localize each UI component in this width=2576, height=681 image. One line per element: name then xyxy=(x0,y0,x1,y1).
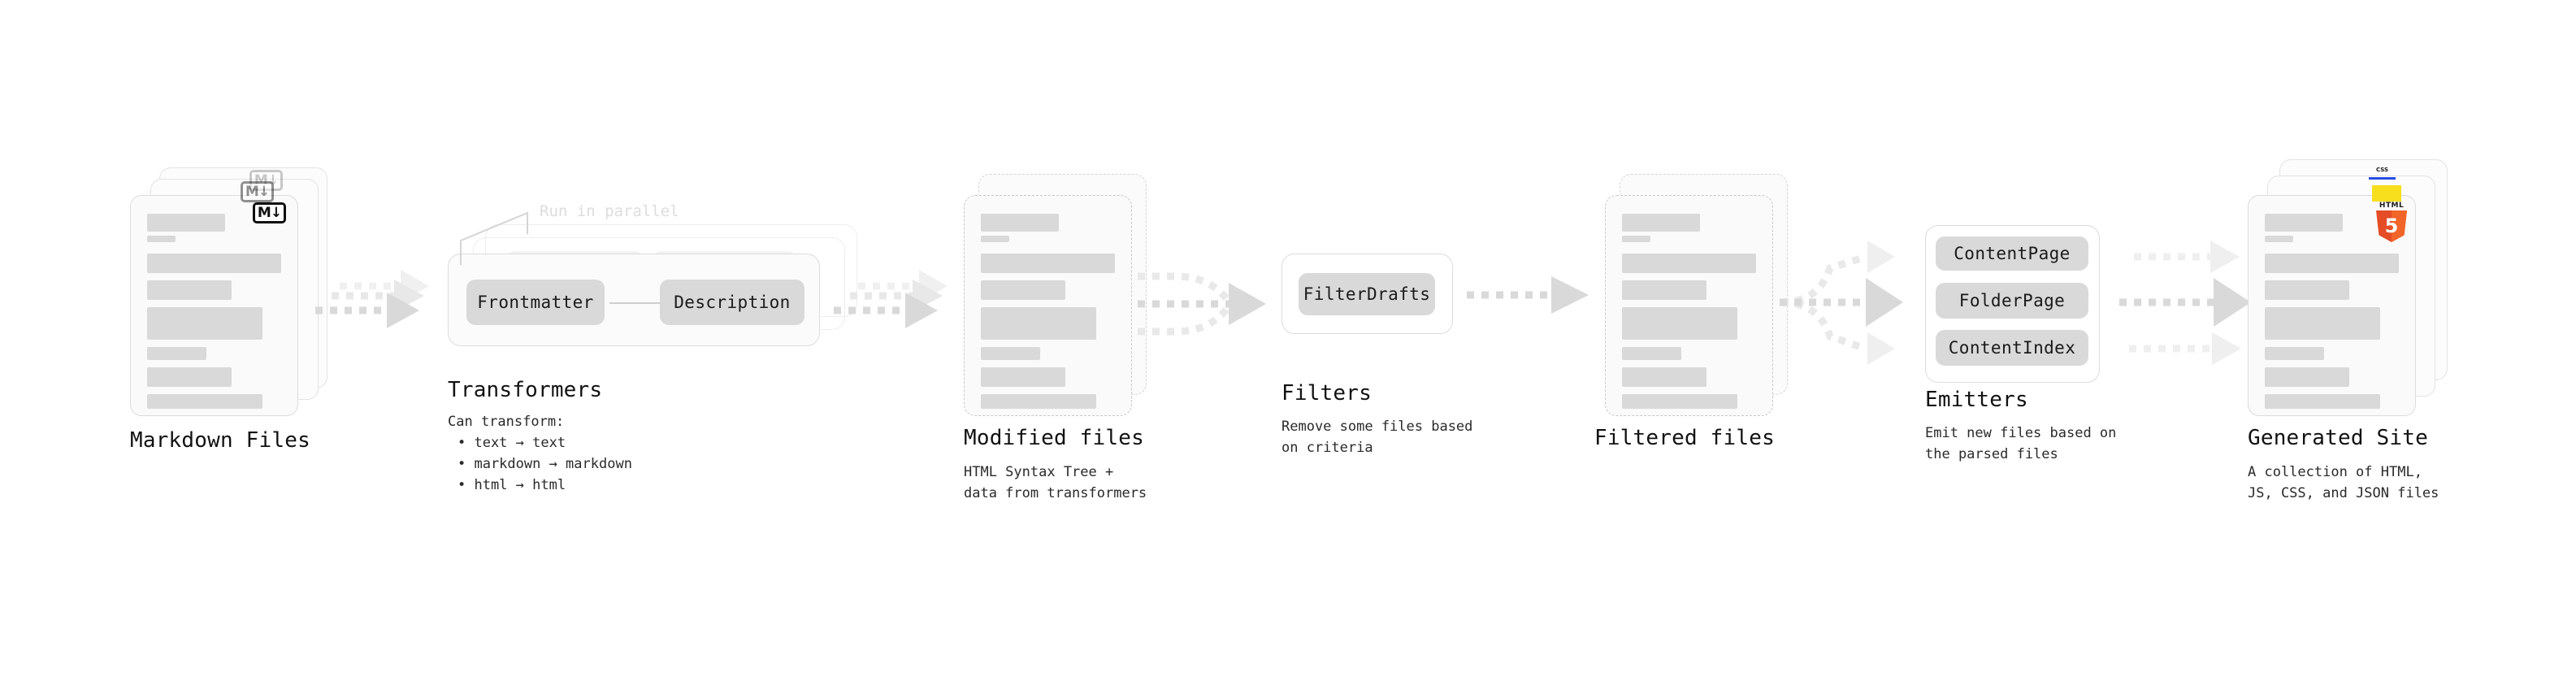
emitter-pill-folderpage[interactable]: FolderPage xyxy=(1936,283,2088,319)
skeleton-line xyxy=(1622,394,1737,409)
generated-site-title: Generated Site xyxy=(2248,426,2428,450)
emitter-pill-contentindex[interactable]: ContentIndex xyxy=(1936,330,2088,366)
skeleton-line xyxy=(1622,367,1706,387)
emitters-title: Emitters xyxy=(1925,388,2028,412)
skeleton-subheading xyxy=(147,236,176,242)
skeleton-line xyxy=(981,367,1065,387)
connector-filtered-to-emitters xyxy=(1780,232,1922,371)
skeleton-line xyxy=(2265,280,2349,300)
html5-icon: HTML 5 xyxy=(2374,202,2409,242)
connector-modified-to-filters xyxy=(1138,262,1280,355)
skeleton-line xyxy=(1622,280,1706,300)
markdown-files-title: Markdown Files xyxy=(130,428,310,453)
connector-emitters-to-site xyxy=(2119,232,2270,371)
filters-subtitle: Remove some files based on criteria xyxy=(1281,419,1473,456)
markdown-card xyxy=(130,195,298,416)
modified-files-title: Modified files xyxy=(964,426,1144,450)
css-badge: CSS xyxy=(2369,167,2396,180)
run-in-parallel-label: Run in parallel xyxy=(540,202,679,220)
skeleton-line xyxy=(2265,367,2349,387)
emitter-pill-contentpage[interactable]: ContentPage xyxy=(1936,236,2088,271)
markdown-badge: M↓ xyxy=(253,202,286,223)
skeleton-line xyxy=(147,394,262,409)
skeleton-line xyxy=(147,307,262,340)
html5-caption: HTML xyxy=(2379,202,2405,210)
html5-shield-highlight xyxy=(2392,210,2407,242)
skeleton-line xyxy=(1622,307,1737,340)
skeleton-line xyxy=(2265,254,2399,273)
skeleton-line xyxy=(2265,307,2380,340)
markdown-badge-ghost-2: M↓ xyxy=(249,170,283,191)
transformer-pill-frontmatter[interactable]: Frontmatter xyxy=(466,280,605,325)
transformers-subtitle: Can transform: xyxy=(448,414,565,430)
skeleton-line xyxy=(981,307,1096,340)
modified-files-subtitle: HTML Syntax Tree + data from transformer… xyxy=(964,464,1147,501)
transformers-bullet-2: • html → html xyxy=(458,477,566,493)
skeleton-line xyxy=(147,280,232,300)
skeleton-line xyxy=(147,367,232,387)
skeleton-heading xyxy=(2265,214,2343,232)
markdown-badge-ghost-1: M↓ xyxy=(241,181,274,202)
connector-filters-to-filtered xyxy=(1467,276,1597,314)
filter-pill-filterdrafts[interactable]: FilterDrafts xyxy=(1299,273,1435,315)
transformer-pill-description[interactable]: Description xyxy=(660,280,804,325)
skeleton-line xyxy=(981,394,1096,409)
skeleton-subheading xyxy=(981,236,1009,242)
transformers-bullet-0: • text → text xyxy=(458,435,566,451)
filters-title: Filters xyxy=(1281,381,1372,406)
skeleton-line xyxy=(981,254,1115,273)
emitters-subtitle: Emit new files based on the parsed files xyxy=(1925,425,2117,462)
skeleton-heading xyxy=(1622,214,1700,232)
connector-transformers-to-modified xyxy=(834,268,964,358)
skeleton-subheading xyxy=(1622,236,1650,242)
skeleton-line xyxy=(2265,394,2380,409)
generated-site-subtitle: A collection of HTML, JS, CSS, and JSON … xyxy=(2248,464,2439,501)
transformers-title: Transformers xyxy=(448,378,603,402)
skeleton-line xyxy=(1622,254,1756,273)
filtered-files-title: Filtered files xyxy=(1594,426,1775,450)
skeleton-heading xyxy=(147,214,225,232)
filtered-card xyxy=(1605,195,1773,416)
run-in-parallel-brace xyxy=(458,202,547,265)
site-card xyxy=(2248,195,2416,416)
skeleton-line xyxy=(981,280,1065,300)
js-badge xyxy=(2372,185,2401,202)
skeleton-line xyxy=(147,347,206,360)
modified-card xyxy=(964,195,1132,416)
skeleton-line xyxy=(2265,347,2324,360)
transformers-bullet-1: • markdown → markdown xyxy=(458,456,632,472)
skeleton-line xyxy=(1622,347,1681,360)
connector-md-to-transformers xyxy=(315,268,445,358)
html5-number: 5 xyxy=(2384,215,2399,237)
skeleton-line xyxy=(147,254,281,273)
skeleton-line xyxy=(981,347,1040,360)
skeleton-heading xyxy=(981,214,1059,232)
skeleton-subheading xyxy=(2265,236,2293,242)
